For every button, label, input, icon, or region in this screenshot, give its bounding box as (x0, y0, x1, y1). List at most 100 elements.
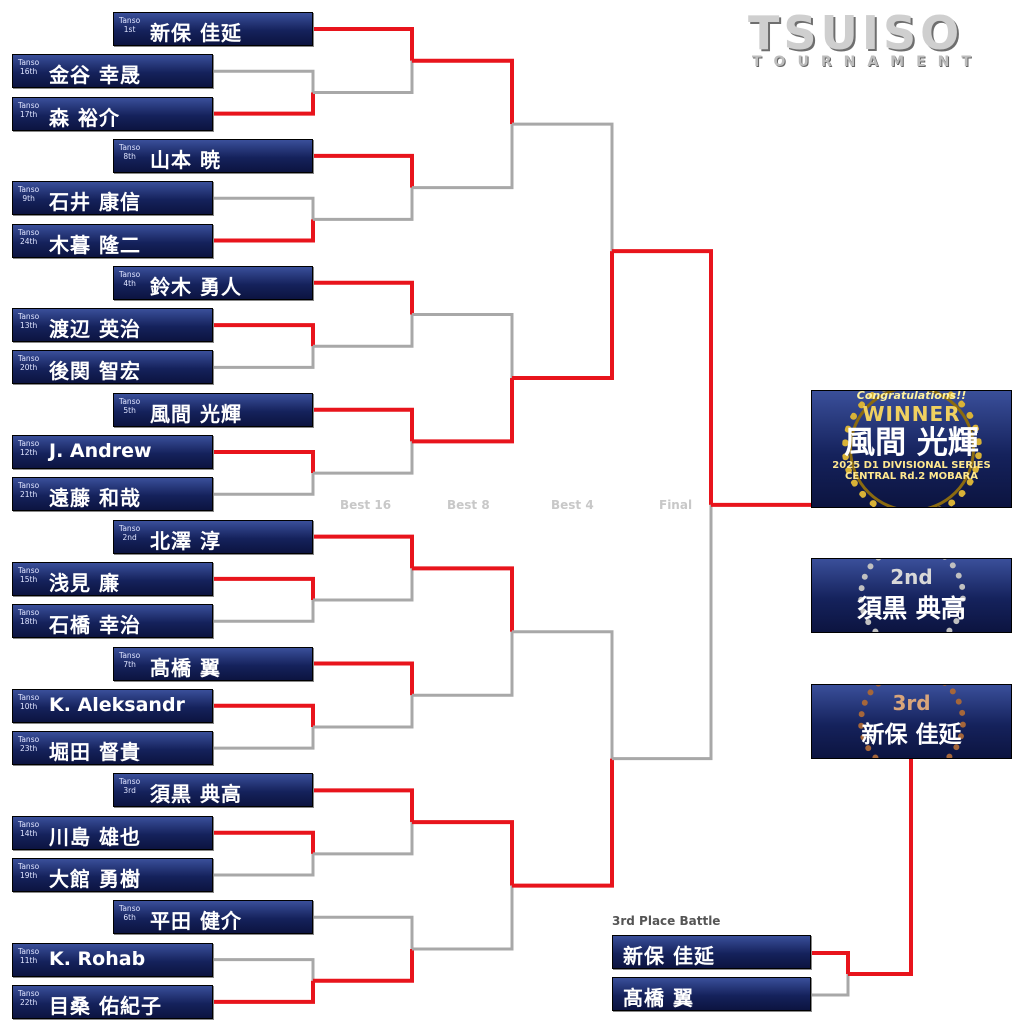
event-line1: 2025 D1 DIVISIONAL SERIES (832, 460, 991, 471)
seed-rank: 2nd (122, 532, 137, 542)
seed-prefix: Tanso (18, 988, 40, 998)
second-name: 須黒 典高 (857, 594, 966, 623)
seed-rank: 3rd (123, 786, 136, 796)
round-label-best4: Best 4 (551, 498, 594, 512)
player-name: 後関 智宏 (49, 359, 141, 384)
seed-rank: 11th (19, 955, 38, 965)
event-line2: CENTRAL Rd.2 MOBARA (844, 471, 978, 482)
player-name: 石井 康信 (49, 190, 141, 215)
bracket-line (313, 695, 414, 729)
seed-prefix: Tanso (119, 16, 141, 25)
bracket-line (412, 885, 514, 951)
seed-prefix: Tanso (18, 227, 40, 237)
player-name: 川島 雄也 (49, 824, 141, 849)
bracket-line (412, 313, 514, 378)
bracket-line (313, 534, 414, 569)
seed-rank: 6th (123, 913, 136, 923)
player-name: 北澤 淳 (150, 528, 221, 553)
bracket-line (313, 822, 414, 856)
bracket-line (412, 566, 514, 632)
third-battle-entry-1: 新保 佳延 (612, 935, 811, 969)
seed-rank: 1st (123, 25, 136, 34)
seed-rank: 16th (19, 67, 38, 77)
bracket-line (412, 377, 514, 444)
tournament-logo-subtitle: TOURNAMENT (752, 54, 983, 70)
player-name: 風間 光輝 (150, 401, 242, 426)
seed-prefix: Tanso (18, 185, 40, 195)
seed-rank: 24th (19, 236, 38, 246)
winner-name: 風間 光輝 (844, 425, 979, 461)
bracket-line (512, 758, 614, 888)
player-name: K. Rohab (49, 947, 146, 970)
seed-prefix: Tanso (18, 354, 40, 364)
bracket-line (213, 703, 315, 727)
seed-prefix: Tanso (18, 819, 40, 829)
player-name: 山本 暁 (150, 147, 221, 172)
player-name: 髙橋 翼 (150, 655, 221, 680)
seed-prefix: Tanso (119, 904, 141, 914)
bracket-line (213, 92, 315, 116)
third-name: 新保 佳延 (861, 722, 962, 748)
seed-rank: 20th (19, 363, 38, 373)
player-name: 堀田 督貴 (49, 740, 141, 765)
bracket-line (811, 974, 850, 997)
seed-rank: 4th (123, 278, 136, 288)
silver-wreath-icon (857, 559, 966, 632)
bracket-line (313, 314, 414, 348)
bracket-line (213, 980, 315, 1004)
round-label-final: Final (659, 498, 693, 512)
third-place-panel: 3rd 新保 佳延 (811, 684, 1012, 759)
bracket-line (213, 346, 315, 369)
bracket-line (512, 122, 614, 252)
bracket-line (848, 759, 913, 976)
third-battle-name-1: 新保 佳延 (623, 944, 715, 968)
player-name: 金谷 幸晟 (49, 63, 141, 88)
bracket-line (313, 407, 414, 442)
bracket-line (313, 949, 414, 983)
player-name: 鈴木 勇人 (150, 274, 242, 299)
seed-rank: 14th (19, 828, 38, 838)
bracket-line (213, 600, 315, 623)
seed-rank: 15th (19, 574, 38, 584)
bracket-line (313, 915, 414, 950)
seed-rank: 12th (19, 448, 38, 457)
seed-prefix: Tanso (18, 481, 40, 491)
player-name: 平田 健介 (150, 909, 242, 934)
seed-prefix: Tanso (18, 58, 40, 68)
seed-prefix: Tanso (119, 523, 141, 533)
player-name: 木暮 隆二 (49, 232, 141, 257)
winner-label: WINNER (862, 402, 961, 426)
seed-rank: 23th (19, 744, 38, 754)
player-name: 新保 佳延 (150, 21, 242, 45)
bracket-line (313, 661, 414, 696)
second-label: 2nd (890, 565, 933, 589)
